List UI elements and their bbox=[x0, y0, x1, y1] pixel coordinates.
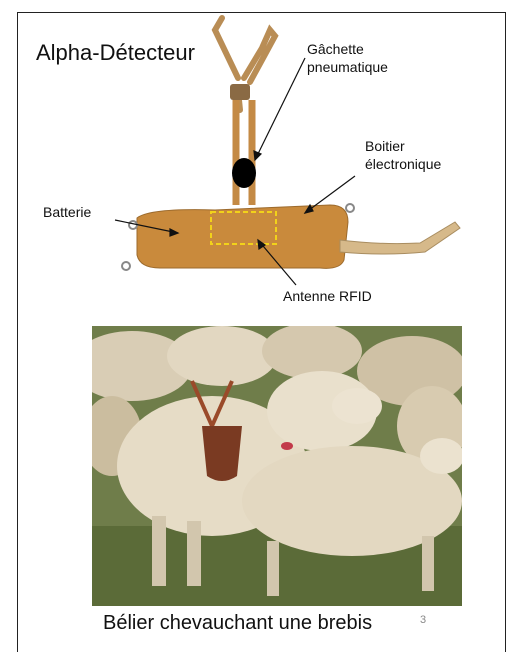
right-strap bbox=[340, 222, 460, 254]
buckle bbox=[230, 84, 250, 100]
buckle-right bbox=[346, 204, 354, 212]
photo-caption: Bélier chevauchant une brebis bbox=[103, 612, 372, 635]
sheep-photo bbox=[92, 326, 462, 606]
harness-vertical-straps bbox=[236, 100, 252, 205]
label-boitier: Boitier électronique bbox=[365, 137, 475, 173]
buckle-left-top bbox=[129, 221, 137, 229]
label-batterie: Batterie bbox=[43, 203, 91, 221]
electronic-box bbox=[137, 205, 348, 268]
label-antenne: Antenne RFID bbox=[283, 287, 372, 305]
buckle-left-bottom bbox=[122, 262, 130, 270]
trigger bbox=[232, 158, 256, 188]
label-gachette: Gâchette pneumatique bbox=[307, 40, 417, 76]
page-number: 3 bbox=[420, 614, 426, 626]
